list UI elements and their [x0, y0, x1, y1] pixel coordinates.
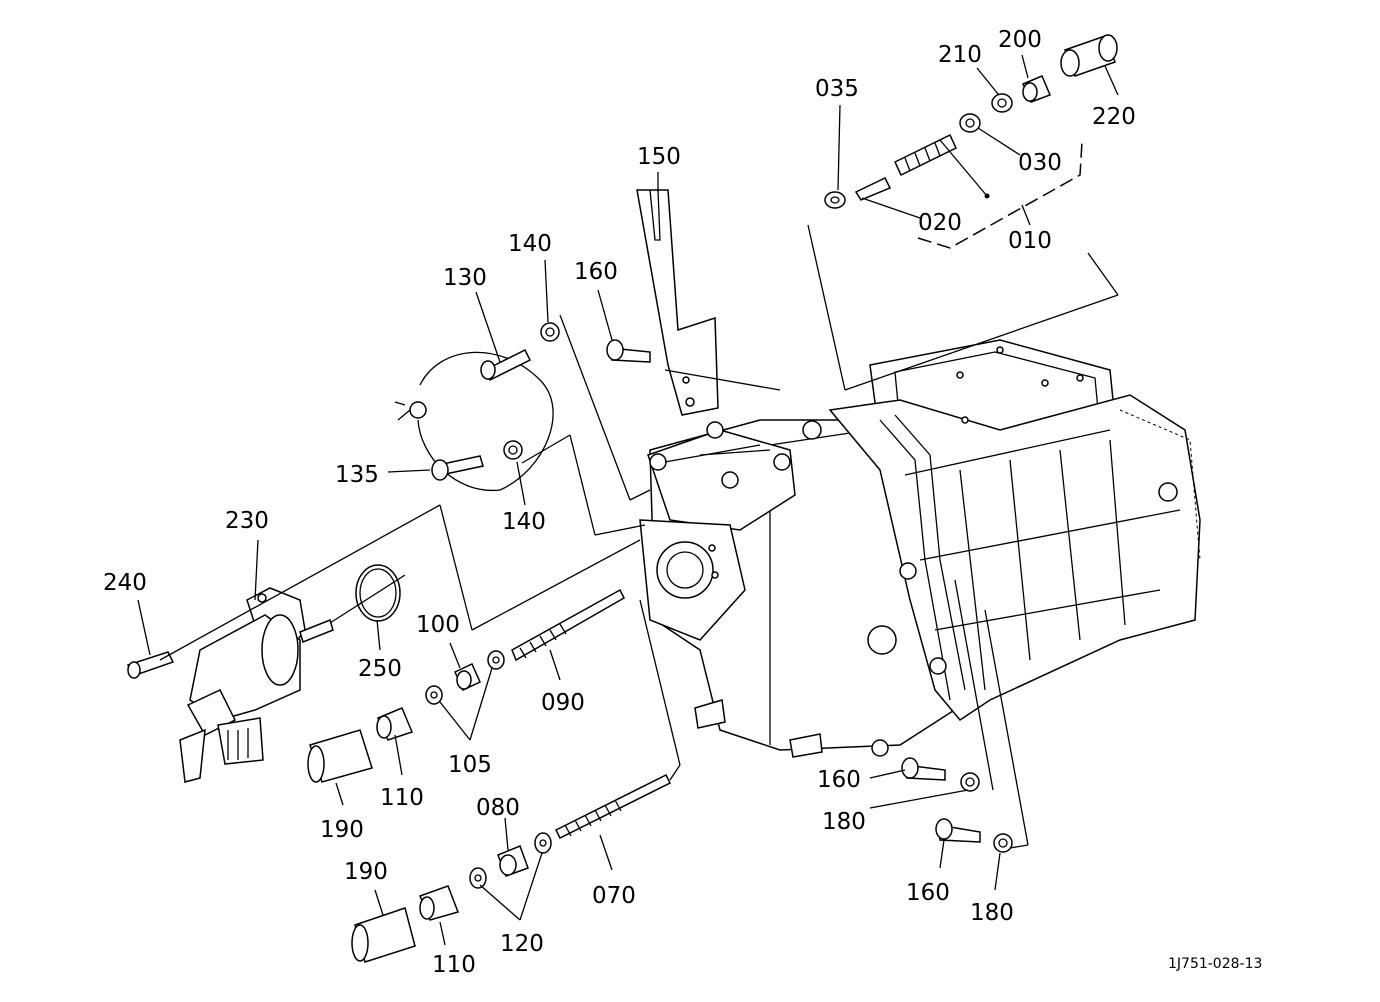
callout-210: 210 — [938, 42, 982, 68]
bracket-150-part — [636, 189, 719, 416]
figure-code: 1J751-028-13 — [1168, 956, 1262, 972]
cover-plate-parts — [394, 322, 560, 491]
callout-110-lower: 110 — [432, 952, 476, 978]
callout-110-upper: 110 — [380, 785, 424, 811]
callout-140-bottom: 140 — [502, 509, 546, 535]
lower-bolts-washers — [901, 757, 1013, 853]
transmission-housing — [639, 339, 1201, 758]
callout-140-top: 140 — [508, 231, 552, 257]
callout-labels: 220 200 210 035 030 150 020 010 140 160 … — [103, 27, 1136, 978]
assembly-010-dashed-outline — [917, 141, 1083, 249]
callout-200: 200 — [998, 27, 1042, 53]
callout-010: 010 — [1008, 228, 1052, 254]
callout-190-lower: 190 — [344, 859, 388, 885]
callout-090: 090 — [541, 690, 585, 716]
callout-105: 105 — [448, 752, 492, 778]
shaft-090-group — [307, 588, 625, 783]
callout-150: 150 — [637, 144, 681, 170]
callout-120: 120 — [500, 931, 544, 957]
stopper-assembly-parts — [824, 34, 1118, 209]
callout-100: 100 — [416, 612, 460, 638]
callout-230: 230 — [225, 508, 269, 534]
callout-160-lower: 160 — [817, 767, 861, 793]
shaft-070-group — [351, 773, 672, 963]
callout-180-lower: 180 — [822, 809, 866, 835]
callout-160-top: 160 — [574, 259, 618, 285]
callout-135: 135 — [335, 462, 379, 488]
callout-220: 220 — [1092, 104, 1136, 130]
callout-020: 020 — [918, 210, 962, 236]
callout-030: 030 — [1018, 150, 1062, 176]
callout-160-bottom: 160 — [906, 880, 950, 906]
callout-180-bottom: 180 — [970, 900, 1014, 926]
callout-035: 035 — [815, 76, 859, 102]
assembly-lines — [159, 224, 1119, 849]
callout-080: 080 — [476, 795, 520, 821]
leader-lines — [137, 54, 1119, 946]
callout-130: 130 — [443, 265, 487, 291]
callout-250: 250 — [358, 656, 402, 682]
callout-070: 070 — [592, 883, 636, 909]
callout-240: 240 — [103, 570, 147, 596]
callout-190-upper: 190 — [320, 817, 364, 843]
